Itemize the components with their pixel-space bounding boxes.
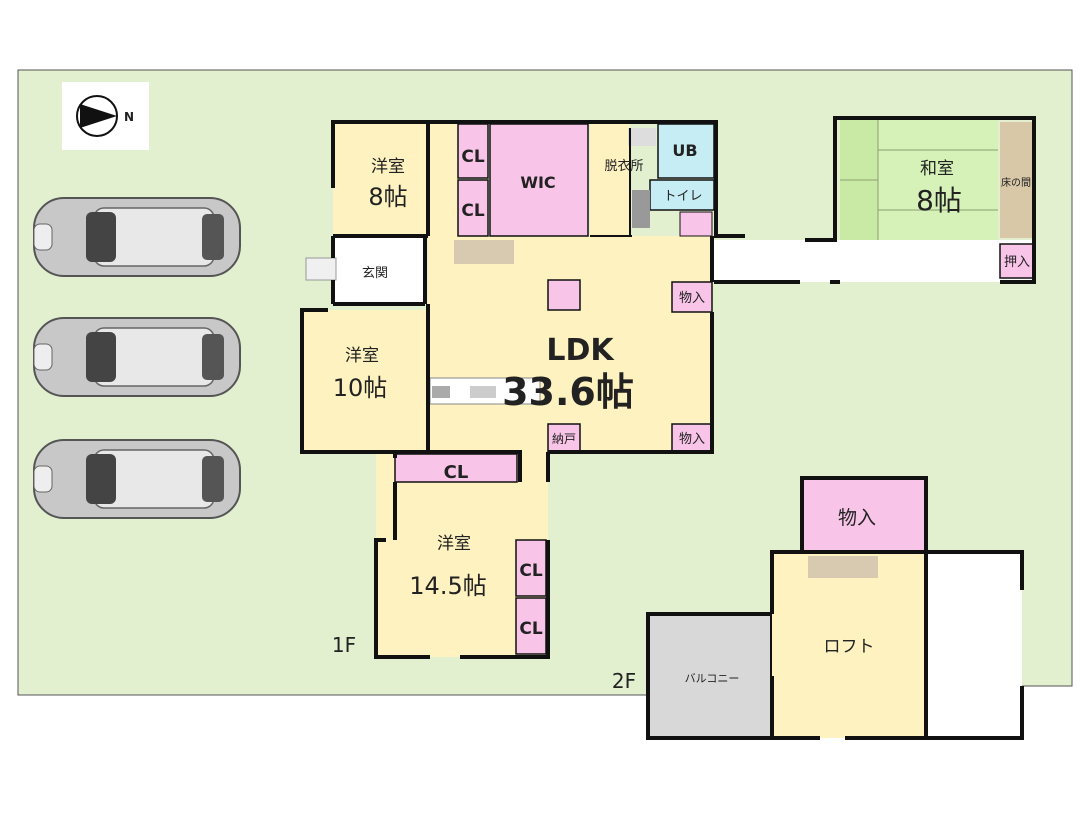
storage-2f-fill [800, 476, 928, 554]
loft-fill [772, 552, 924, 738]
storage-1-label: 物入 [679, 291, 705, 306]
walls [300, 116, 1036, 659]
western-room-8-fill [333, 122, 458, 236]
western-room-10-fill [302, 310, 428, 452]
western-room-8-size: 8帖 [368, 183, 407, 211]
closet-1-label: CL [461, 147, 484, 167]
unit-bath-label: UB [672, 141, 697, 160]
western-room-14-name: 洋室 [437, 534, 471, 554]
oshiire-label: 押入 [1004, 255, 1030, 270]
wic-label: WIC [520, 173, 555, 192]
loft-label: ロフト [824, 637, 875, 657]
western-room-10-name: 洋室 [345, 346, 379, 366]
western-room-14-size: 14.5帖 [409, 572, 486, 600]
washitsu-name: 和室 [920, 159, 954, 179]
toilet-label: トイレ [663, 189, 702, 204]
closet-4-label: CL [519, 561, 542, 581]
car-icon [33, 197, 241, 277]
genkan-fill [333, 238, 425, 304]
nando-label: 納戸 [552, 432, 576, 446]
storage-2-label: 物入 [679, 432, 705, 447]
washitsu-size: 8帖 [916, 184, 962, 217]
western-room-10-size: 10帖 [333, 374, 388, 402]
balcony-label: バルコニー [685, 672, 740, 685]
ldk-fill [428, 236, 713, 452]
western-room-8-name: 洋室 [371, 157, 405, 177]
closet-3-label: CL [444, 462, 469, 483]
ldk-size: 33.6帖 [502, 370, 634, 414]
car-icon [33, 317, 241, 397]
closet-5-label: CL [519, 619, 542, 639]
floor-2f-label: 2F [612, 669, 636, 693]
dressing-room-label: 脱衣所 [604, 158, 643, 174]
car-icon [33, 439, 241, 519]
balcony-fill [646, 612, 774, 740]
tokonoma-label: 床の間 [1001, 176, 1031, 189]
closet-2-label: CL [461, 201, 484, 221]
first-floor [302, 120, 1035, 657]
storage-2f-label: 物入 [838, 507, 876, 529]
genkan-label: 玄関 [362, 266, 388, 281]
compass-icon: N [62, 82, 149, 150]
room-labels: 洋室 8帖 CL CL WIC 脱衣所 UB トイレ 和室 8帖 床の間 押入 … [332, 141, 1031, 693]
floor-1f-label: 1F [332, 633, 356, 657]
second-floor [646, 476, 1024, 740]
ldk-name: LDK [546, 333, 615, 368]
north-label: N [124, 110, 134, 124]
